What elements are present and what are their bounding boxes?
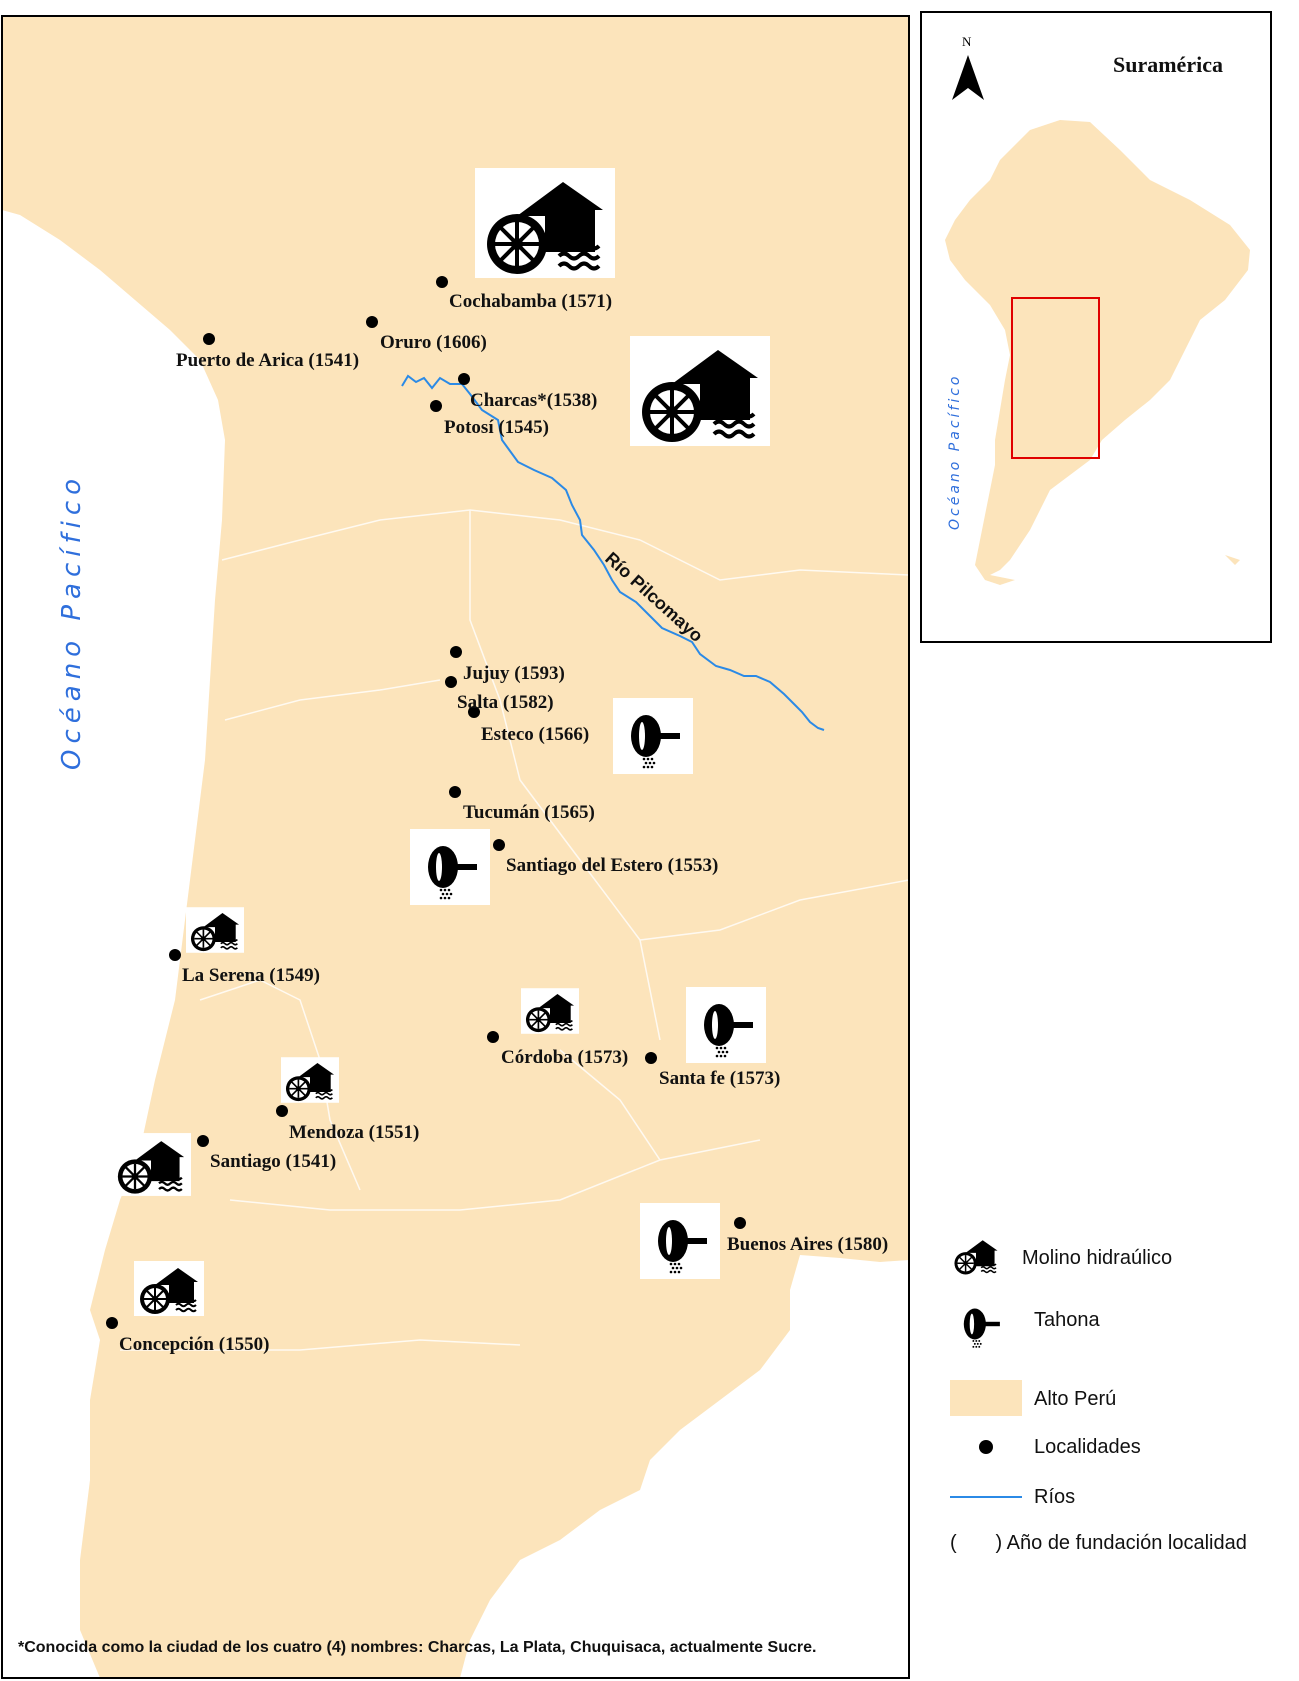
- ocean-label: Océano Pacífico: [57, 473, 87, 770]
- inset-extent-box: [1011, 297, 1100, 459]
- inset-ocean-label: Océano Pacífico: [947, 374, 963, 531]
- tahona-icon: [686, 987, 766, 1063]
- water-mill-icon: [475, 168, 615, 278]
- city-label: Tucumán (1565): [463, 802, 595, 823]
- water-mill-icon: [521, 988, 579, 1034]
- city-label: Puerto de Arica (1541): [176, 350, 359, 371]
- inset-title: Suramérica: [1113, 52, 1223, 77]
- river-pilcomayo: [401, 374, 825, 731]
- tahona-icon: [640, 1203, 720, 1279]
- water-mill-icon: [281, 1057, 339, 1103]
- city-label: Esteco (1566): [481, 724, 589, 745]
- legend: Molino hidraúlico Tahona Alto Perú Local…: [950, 1235, 1247, 1554]
- dot-icon: [979, 1440, 993, 1454]
- north-label: N: [962, 34, 972, 49]
- tahona-icon: [410, 829, 490, 905]
- city-label: Cochabamba (1571): [449, 291, 612, 312]
- city-label: Mendoza (1551): [289, 1122, 419, 1143]
- legend-label-mill: Molino hidraúlico: [1022, 1247, 1172, 1269]
- city-label: Jujuy (1593): [463, 663, 565, 684]
- tahona-icon: [613, 698, 693, 774]
- city-label: Santa fe (1573): [659, 1068, 780, 1089]
- land-swatch: [950, 1380, 1022, 1416]
- map-frame: [1, 15, 910, 1679]
- city-label: Córdoba (1573): [501, 1047, 628, 1068]
- tahona-icon: [950, 1296, 1010, 1352]
- city-label: Oruro (1606): [380, 332, 487, 353]
- city-label: Santiago del Estero (1553): [506, 855, 718, 876]
- city-label: Concepción (1550): [119, 1334, 269, 1355]
- city-label: La Serena (1549): [182, 965, 320, 986]
- water-mill-icon: [111, 1133, 191, 1196]
- south-america-shape: [945, 120, 1250, 585]
- north-arrow-icon: [952, 55, 984, 100]
- legend-label-localidades: Localidades: [1034, 1436, 1141, 1458]
- city-label: Santiago (1541): [210, 1151, 336, 1172]
- legend-label-tahona: Tahona: [1034, 1309, 1100, 1331]
- legend-label-alto-peru: Alto Perú: [1034, 1388, 1116, 1410]
- city-dots: [106, 276, 746, 1329]
- legend-label-rios: Ríos: [1034, 1486, 1075, 1508]
- footnote: *Conocida como la ciudad de los cuatro (…: [18, 1639, 816, 1656]
- water-mill-icon: [134, 1261, 204, 1316]
- city-label: Charcas*(1538): [470, 390, 597, 411]
- city-label: Salta (1582): [457, 692, 554, 713]
- water-mill-icon: [630, 336, 770, 446]
- city-label: Potosí (1545): [444, 417, 549, 438]
- water-mill-icon: [950, 1235, 1002, 1276]
- city-labels: Cochabamba (1571) Oruro (1606) Puerto de…: [119, 291, 888, 1355]
- water-mill-icon: [186, 907, 244, 953]
- city-label: Buenos Aires (1580): [727, 1234, 888, 1255]
- legend-label-anio: ( ) Año de fundación localidad: [950, 1532, 1247, 1554]
- inset-map: N Suramérica Océano Pacífico: [920, 11, 1272, 643]
